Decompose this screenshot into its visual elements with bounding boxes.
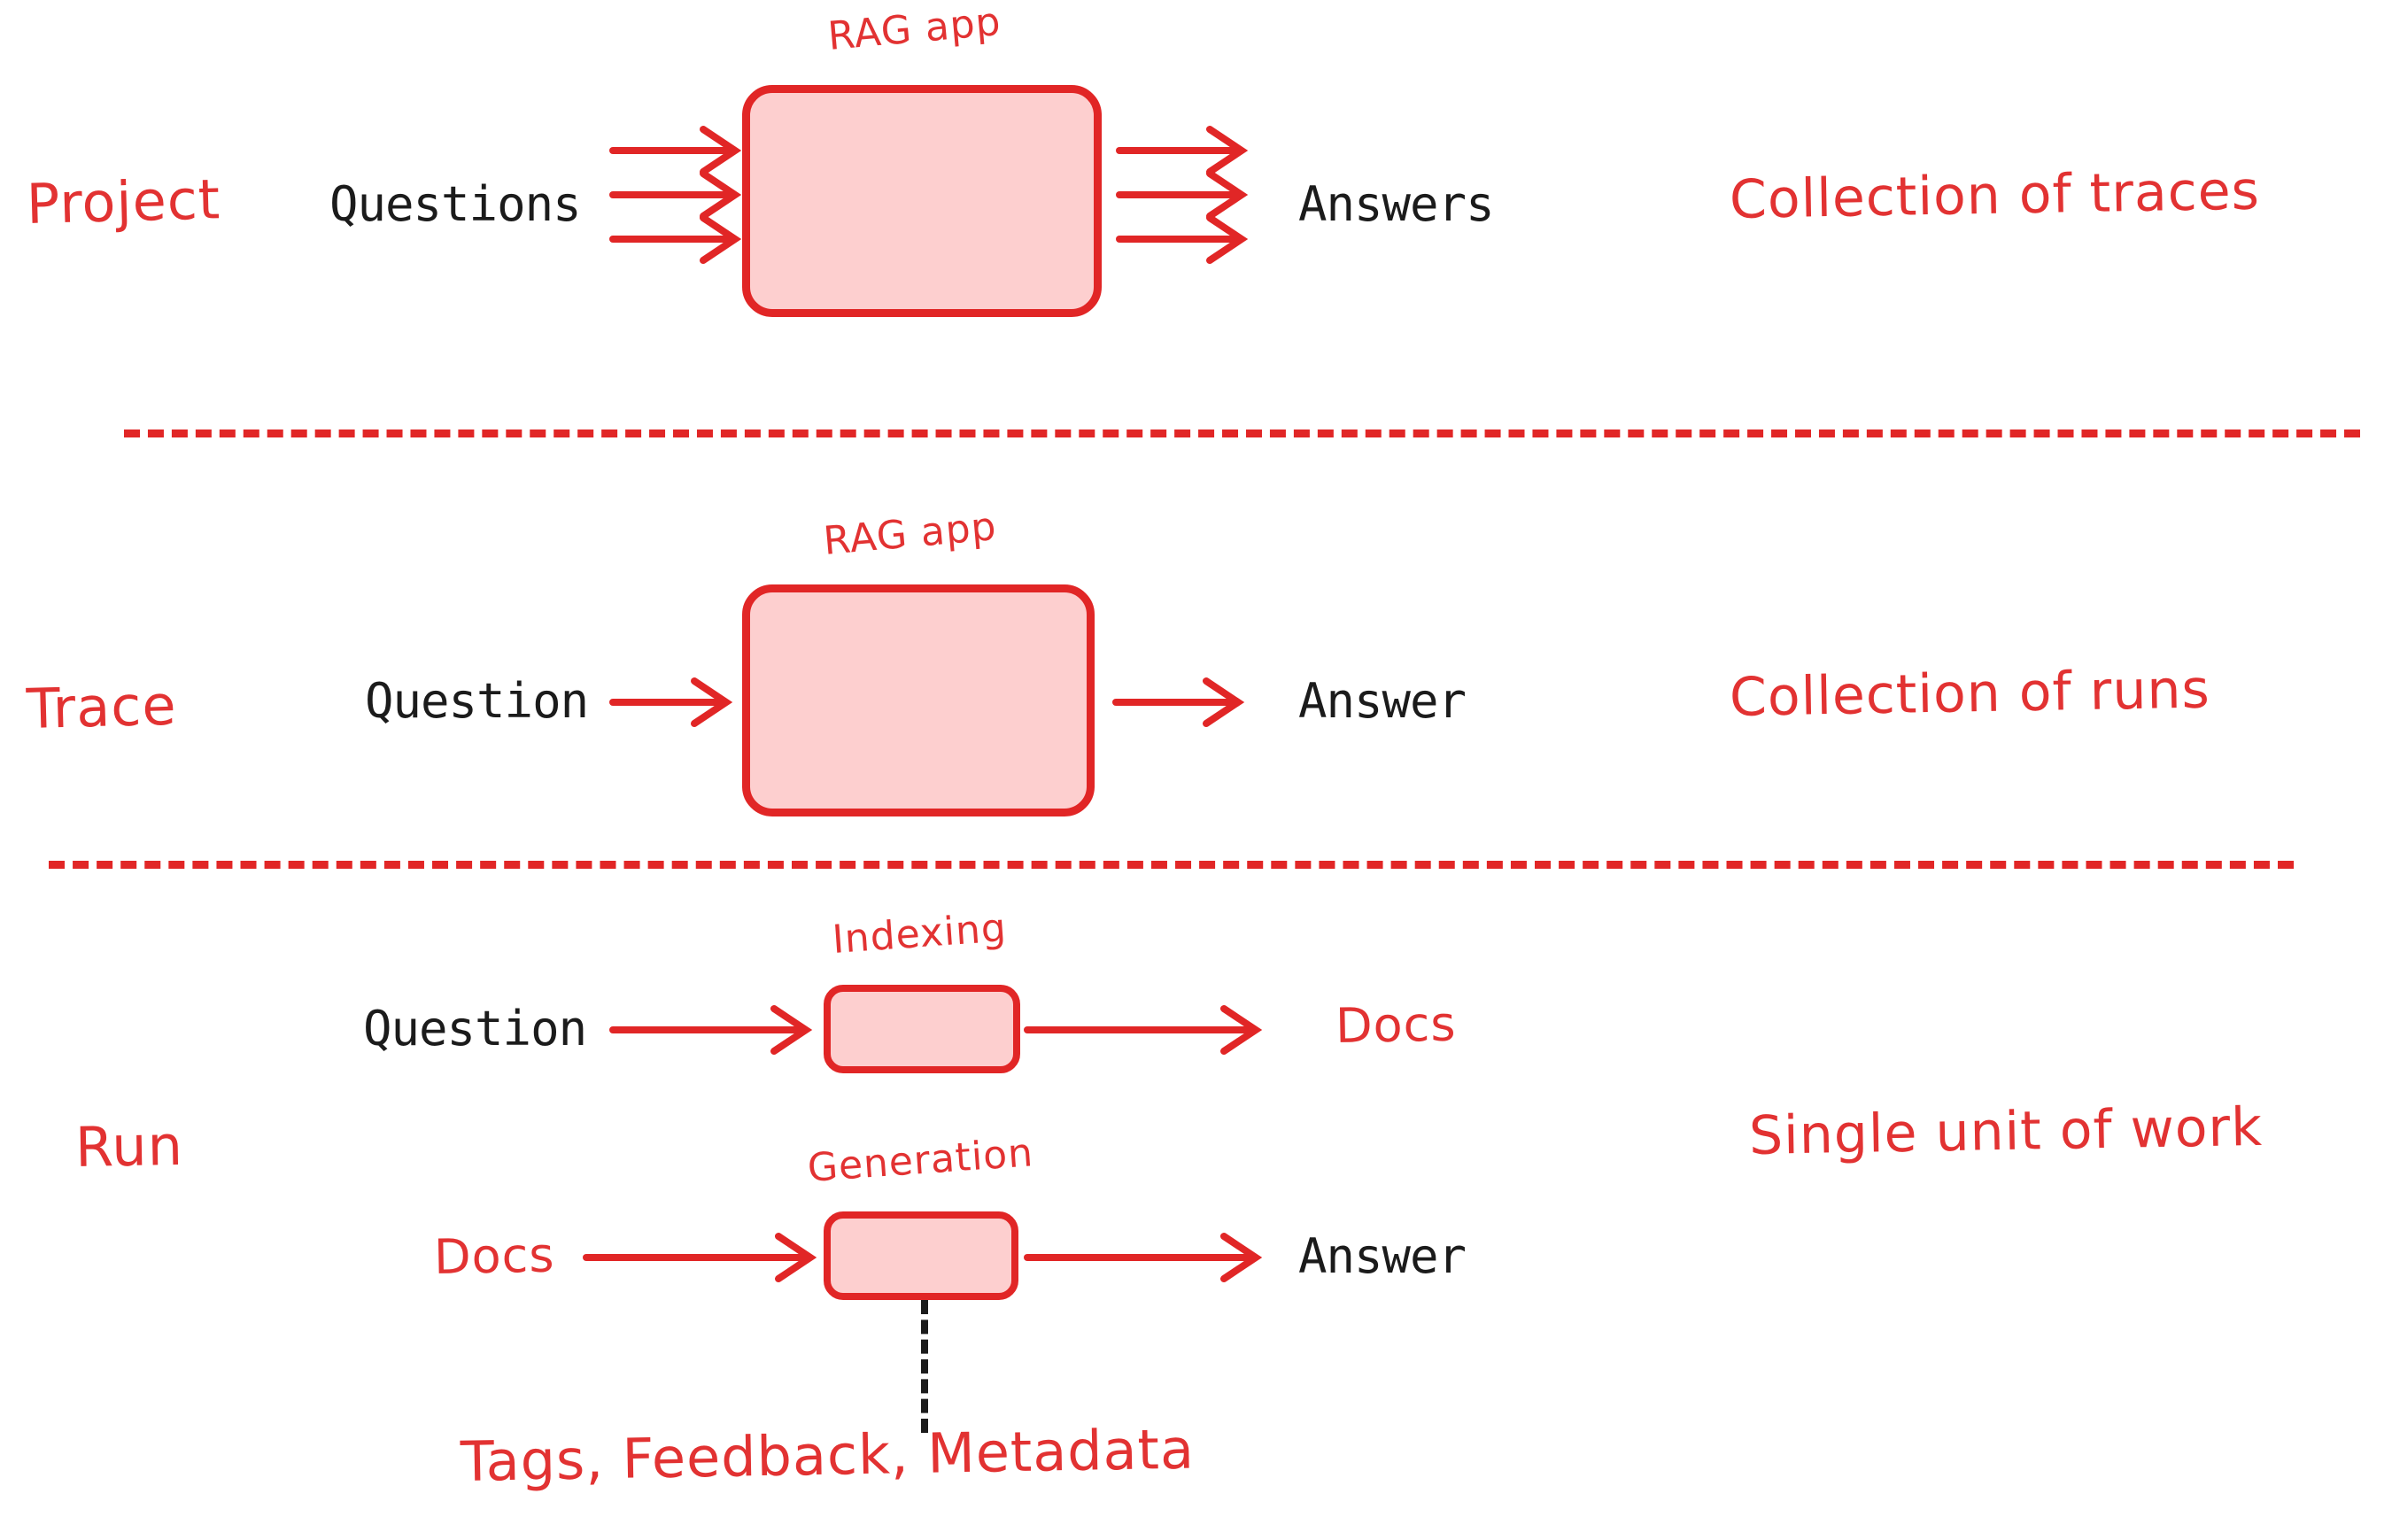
separator-project-trace: [124, 429, 2360, 437]
separator-trace-run: [49, 861, 2294, 869]
label-ragapp-trace: RAG app: [821, 504, 999, 564]
label-indexing: Indexing: [831, 905, 1009, 963]
node-generation: [824, 1211, 1018, 1300]
node-ragapp-project: [742, 85, 1102, 317]
arrow-question-to-ragapp-trace: [609, 677, 733, 727]
arrow-indexing-to-docs: [1024, 1005, 1263, 1055]
label-answer-output-run: Answer: [1298, 1228, 1467, 1284]
label-ragapp-project: RAG app: [825, 0, 1003, 59]
label-docs-output: Docs: [1335, 995, 1457, 1054]
label-answers-output: Answers: [1298, 176, 1495, 232]
label-run: Run: [74, 1112, 184, 1180]
arrow-question-to-indexing: [609, 1005, 813, 1055]
arrow-docs-to-generation: [583, 1233, 817, 1282]
description-trace: Collection of runs: [1729, 658, 2211, 729]
label-trace: Trace: [26, 672, 178, 741]
label-generation: Generation: [806, 1130, 1035, 1191]
arrow-ragapp-to-answers: [1116, 126, 1249, 264]
connector-generation-to-annotation: [921, 1300, 928, 1433]
description-run: Single unit of work: [1748, 1095, 2264, 1167]
arrow-questions-to-ragapp: [609, 126, 742, 264]
label-questions-input: Questions: [329, 176, 582, 232]
label-answer-output-trace: Answer: [1298, 673, 1467, 729]
description-project: Collection of traces: [1729, 159, 2261, 231]
arrow-generation-to-answer: [1024, 1233, 1263, 1282]
label-question-input-run: Question: [363, 1001, 587, 1056]
node-indexing: [824, 985, 1020, 1073]
label-question-input-trace: Question: [365, 673, 589, 729]
node-ragapp-trace: [742, 584, 1095, 816]
annotation-tags-feedback-metadata: Tags, Feedback, Metadata: [460, 1416, 1196, 1494]
label-project: Project: [26, 166, 222, 236]
arrow-ragapp-to-answer-trace: [1112, 677, 1245, 727]
label-docs-input: Docs: [433, 1227, 555, 1285]
